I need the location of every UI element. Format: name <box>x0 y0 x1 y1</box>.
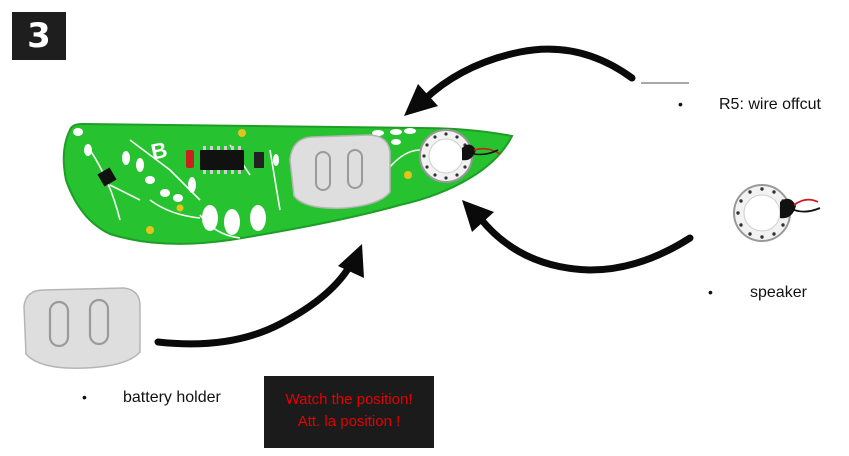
capacitor <box>238 129 246 137</box>
ic-chip <box>200 146 244 174</box>
bullet-speaker: • <box>708 284 713 300</box>
warning-line-french: Att. la position ! <box>297 413 401 430</box>
mounted-battery-holder <box>289 134 391 209</box>
mounted-speaker <box>419 129 501 183</box>
bullet-battery-holder: • <box>82 389 87 405</box>
arrowhead-speaker <box>462 200 494 232</box>
transistor <box>97 167 117 187</box>
arrow-speaker <box>476 214 694 274</box>
warning-line-english: Watch the position! <box>285 391 413 408</box>
battery-holder-icon <box>23 287 141 369</box>
bullet-r5: • <box>678 96 683 112</box>
diode <box>186 150 194 168</box>
arrowhead-r5 <box>404 84 438 116</box>
switch <box>254 152 264 168</box>
speaker-icon <box>733 184 821 242</box>
capacitor <box>176 204 184 212</box>
label-speaker: speaker <box>750 284 807 301</box>
position-warning-box: Watch the position! Att. la position ! <box>264 376 434 448</box>
arrowhead-battery-holder <box>338 244 364 278</box>
label-battery-holder: battery holder <box>123 389 221 406</box>
solder-pads <box>73 128 416 235</box>
capacitor <box>146 226 154 234</box>
pcb-silkscreen-letter: B <box>149 137 170 165</box>
capacitor <box>404 171 412 179</box>
arrowheads <box>338 84 494 278</box>
label-r5-wire-offcut: R5: wire offcut <box>719 96 821 113</box>
pcb-board: B <box>62 122 514 245</box>
step-number-badge: 3 <box>12 12 66 60</box>
arrow-battery-holder <box>154 258 356 348</box>
arrows <box>154 45 694 348</box>
arrow-r5 <box>420 45 636 104</box>
